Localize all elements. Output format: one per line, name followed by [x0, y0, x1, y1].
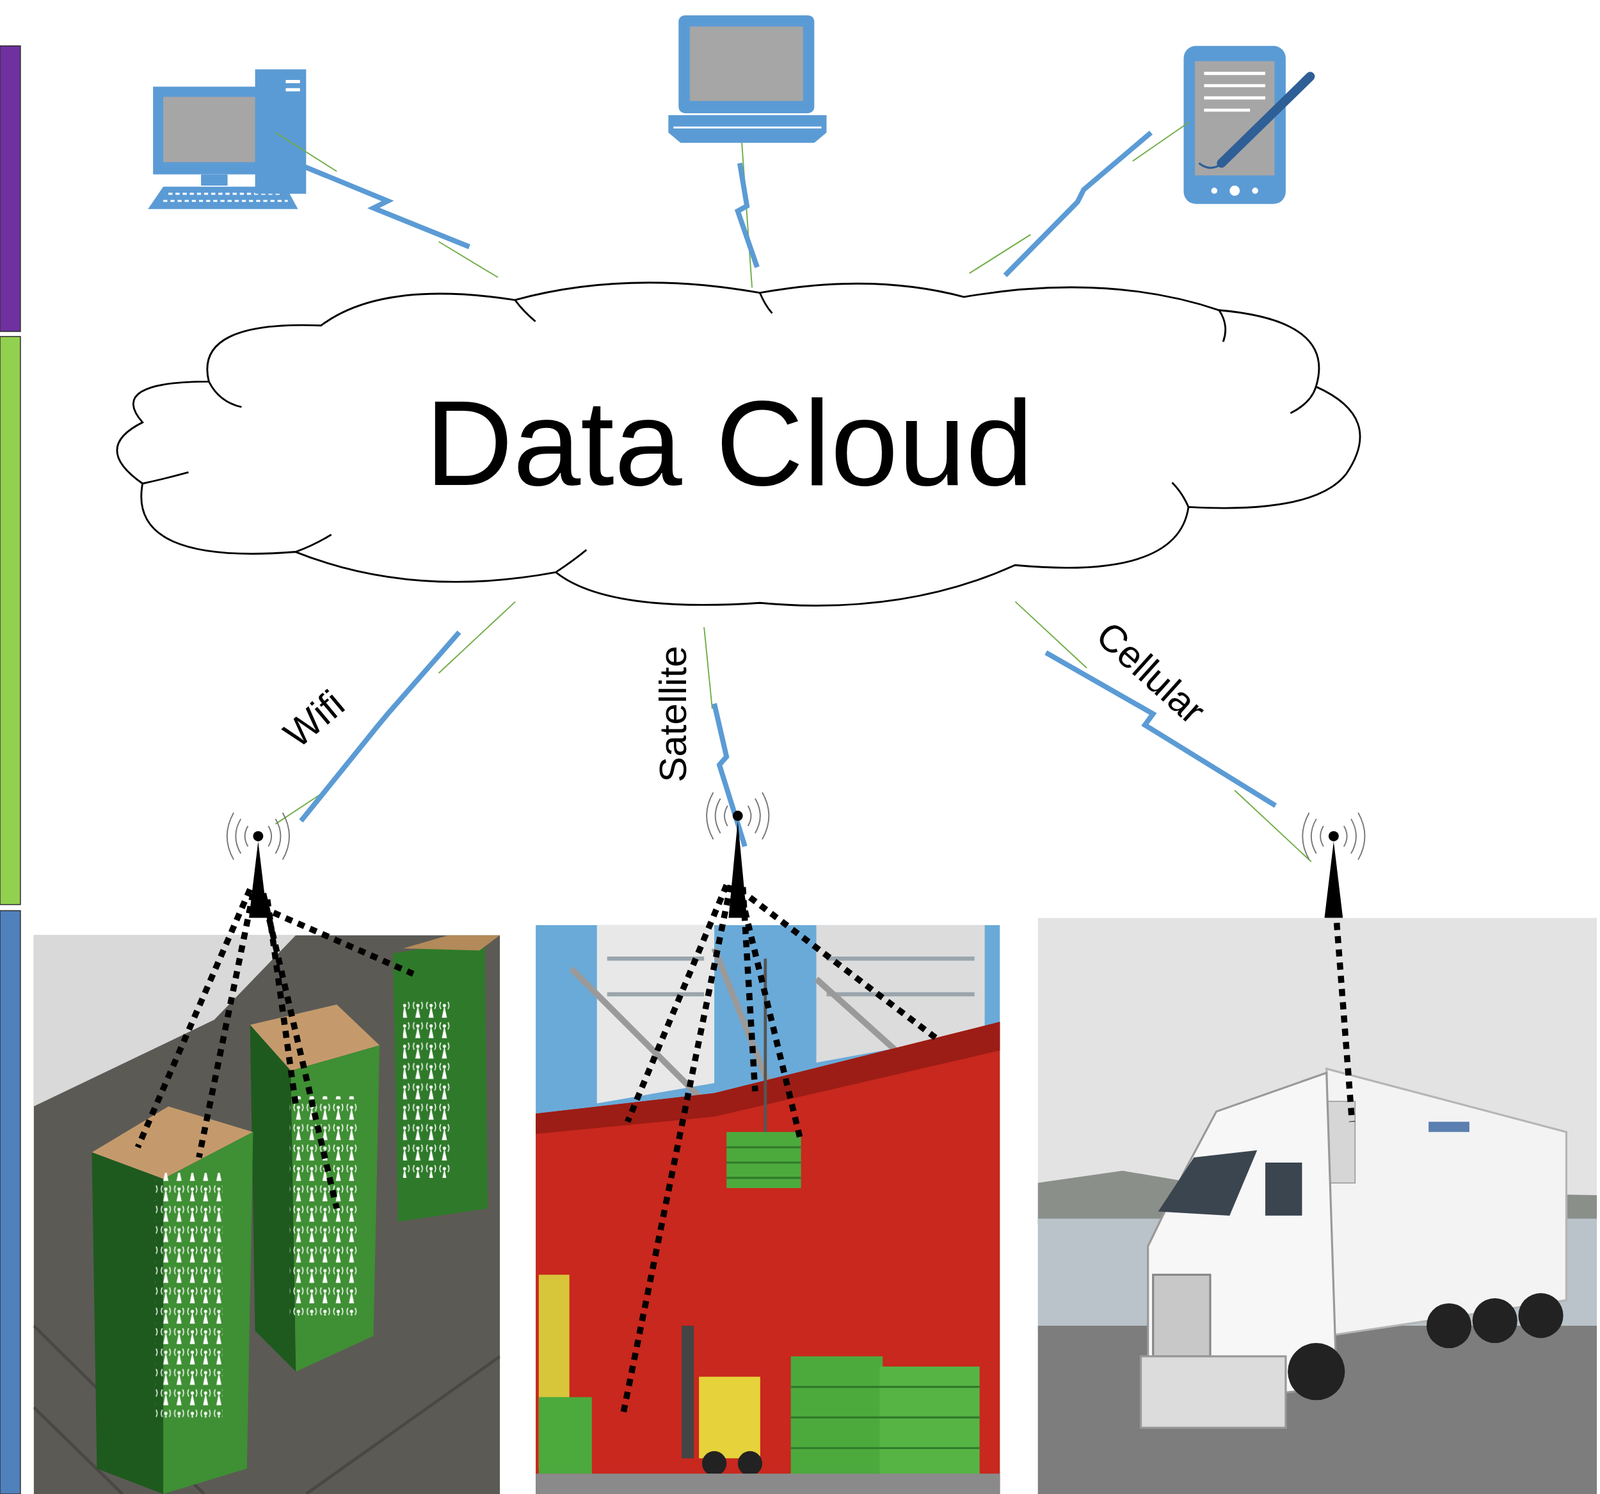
hair-line	[439, 601, 516, 674]
dotted-line	[738, 885, 801, 1143]
tower	[255, 69, 307, 194]
sensor-tags	[154, 1173, 223, 1419]
laptop-lid	[678, 15, 815, 114]
hair-line	[1234, 790, 1312, 863]
link-label: Satellite	[652, 641, 695, 786]
antenna-tip	[1328, 831, 1339, 842]
antenna-mast	[1324, 841, 1344, 919]
grille	[1153, 1274, 1211, 1357]
trailer-logo	[1428, 1121, 1470, 1133]
bumper	[1141, 1356, 1286, 1429]
radio-waves	[1302, 812, 1365, 860]
dotted-line	[263, 893, 337, 1209]
forklift-wheel	[737, 1451, 763, 1476]
tablet-icon	[1183, 46, 1311, 205]
truck-photo	[1037, 917, 1597, 1494]
hair-line	[969, 234, 1032, 274]
dock-pallet	[879, 1367, 980, 1480]
forklift-mast	[681, 1326, 694, 1459]
keys	[163, 193, 288, 201]
windshield	[1158, 1150, 1258, 1216]
forklift-body	[698, 1377, 761, 1460]
dock-pallet	[538, 1397, 592, 1475]
laptop-hinge	[673, 126, 822, 129]
pallet-top	[403, 935, 500, 952]
crane-cable	[763, 958, 767, 1133]
tower-slots	[285, 81, 300, 91]
antenna	[706, 792, 769, 918]
purple-bar	[0, 46, 21, 332]
dotted-line	[137, 889, 250, 1148]
desktop-icon	[147, 69, 306, 209]
cloud-shape	[117, 282, 1360, 607]
pallet-stripes	[726, 1147, 801, 1179]
radio-waves	[227, 812, 290, 860]
dotted-line	[750, 897, 939, 1041]
side-window	[1265, 1162, 1302, 1216]
stylus-ink	[1198, 163, 1220, 168]
sensor-tags	[403, 999, 450, 1179]
floor	[33, 935, 501, 1494]
wheel	[1518, 1293, 1563, 1339]
forklift-wheel	[702, 1451, 727, 1476]
data-cloud: Data Cloud	[96, 274, 1362, 612]
hair-line	[704, 627, 713, 710]
wheel	[1287, 1343, 1345, 1401]
tablet-body	[1183, 46, 1286, 205]
sky	[535, 925, 1000, 1494]
sensor-tags	[289, 1096, 358, 1316]
antenna	[1302, 812, 1365, 918]
screen	[163, 96, 268, 162]
laptop-base	[668, 115, 827, 143]
hair-line	[741, 142, 752, 288]
pallet-side	[91, 1152, 164, 1494]
dotted-line	[1336, 922, 1353, 1122]
antenna-tip	[732, 810, 744, 822]
dotted-links	[137, 885, 1352, 1418]
antenna-mast	[728, 821, 747, 918]
tablet-lines	[1203, 73, 1266, 111]
hull-shade	[535, 1022, 1000, 1135]
window-rows	[607, 958, 975, 995]
lightning-bolt	[295, 163, 470, 248]
antenna-tip	[252, 831, 264, 842]
road	[1037, 1326, 1597, 1494]
lightning-bolt	[737, 163, 758, 268]
lightning-bolt	[1004, 132, 1151, 276]
laptop-icon	[668, 15, 827, 143]
pallet-stripes	[791, 1387, 980, 1449]
tablet-dot	[1251, 187, 1259, 194]
dotted-line	[267, 899, 297, 1108]
link-label: Wifi	[273, 680, 356, 760]
stylus	[1221, 76, 1311, 164]
dotted-line	[622, 885, 731, 1418]
laptop-screen	[689, 26, 804, 101]
blue-bar	[0, 910, 21, 1494]
cloud-lobes	[142, 293, 1317, 573]
stand	[200, 174, 228, 187]
tablet-button	[1229, 185, 1240, 196]
cloud-title: Data Cloud	[424, 382, 1034, 504]
lightning-bolt	[714, 704, 745, 847]
dock-ground	[535, 1473, 1000, 1494]
hull	[535, 1022, 1000, 1494]
radio-waves	[706, 792, 769, 840]
ship-photo	[535, 925, 1000, 1494]
wheel	[1426, 1303, 1472, 1349]
sky	[1037, 917, 1597, 1494]
dotted-line	[273, 913, 413, 975]
wheel	[1472, 1298, 1518, 1344]
green-bar	[0, 336, 21, 905]
side-bars	[0, 46, 21, 1494]
pallet-photo	[33, 935, 501, 1494]
dotted-line	[627, 885, 728, 1122]
dotted-line	[199, 893, 254, 1158]
antenna-mast	[248, 841, 268, 919]
pallet-side	[392, 938, 488, 1222]
antenna	[227, 812, 290, 918]
hanging-pallet	[726, 1132, 801, 1189]
tablet-dot	[1211, 187, 1218, 194]
